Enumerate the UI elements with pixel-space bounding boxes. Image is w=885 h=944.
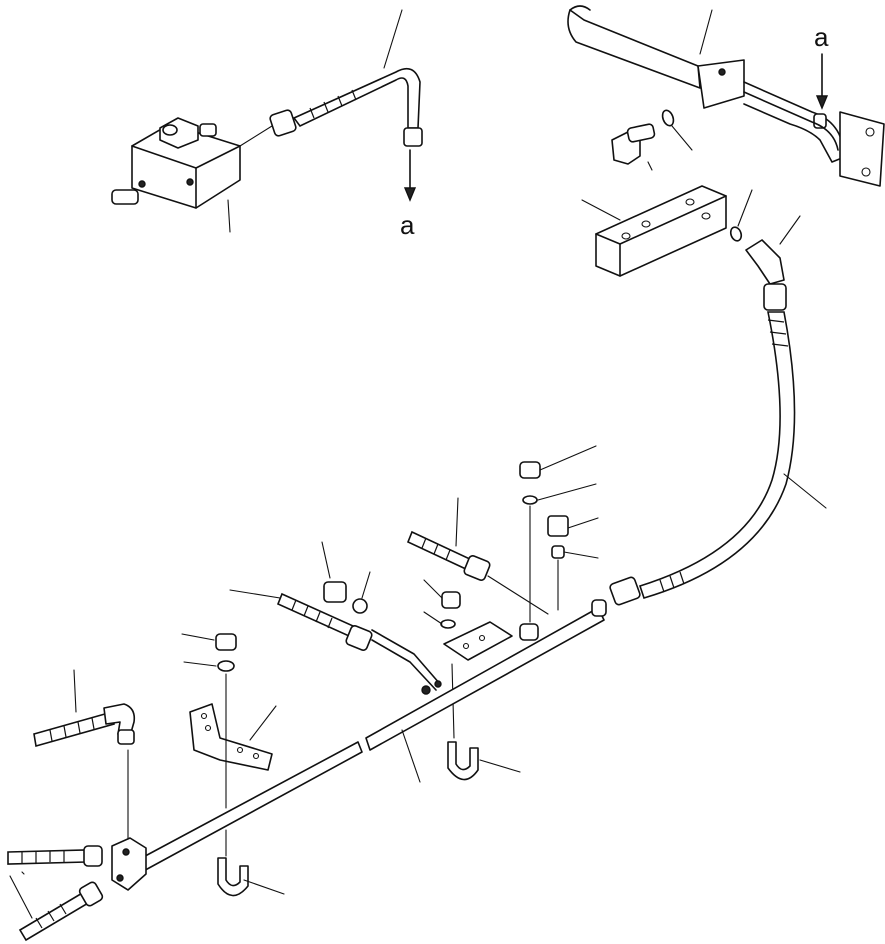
right-curved-hose	[609, 311, 827, 606]
left-elbow-hose	[33, 669, 136, 843]
elbow-fitting-right	[745, 215, 801, 311]
connector-label-a-upper: a	[814, 22, 829, 52]
lower-u-fittings	[217, 741, 521, 897]
tee-block-left	[111, 837, 147, 891]
arrow-a-down: a	[400, 149, 417, 240]
center-small-parts	[321, 541, 513, 739]
middle-hose-left	[229, 589, 441, 691]
upper-left-hose	[269, 9, 423, 147]
control-valve-assembly	[111, 117, 273, 233]
center-fittings	[519, 445, 599, 623]
arrow-a-top: a	[814, 22, 829, 110]
bracket-left	[181, 633, 277, 809]
elbow-fitting-upper	[611, 109, 693, 171]
manifold-block	[581, 185, 753, 277]
connector-label-a-lower: a	[400, 210, 415, 240]
main-pipe-assembly	[567, 5, 885, 187]
bottom-left-hoses	[7, 845, 104, 942]
middle-hose-upper	[406, 497, 549, 615]
